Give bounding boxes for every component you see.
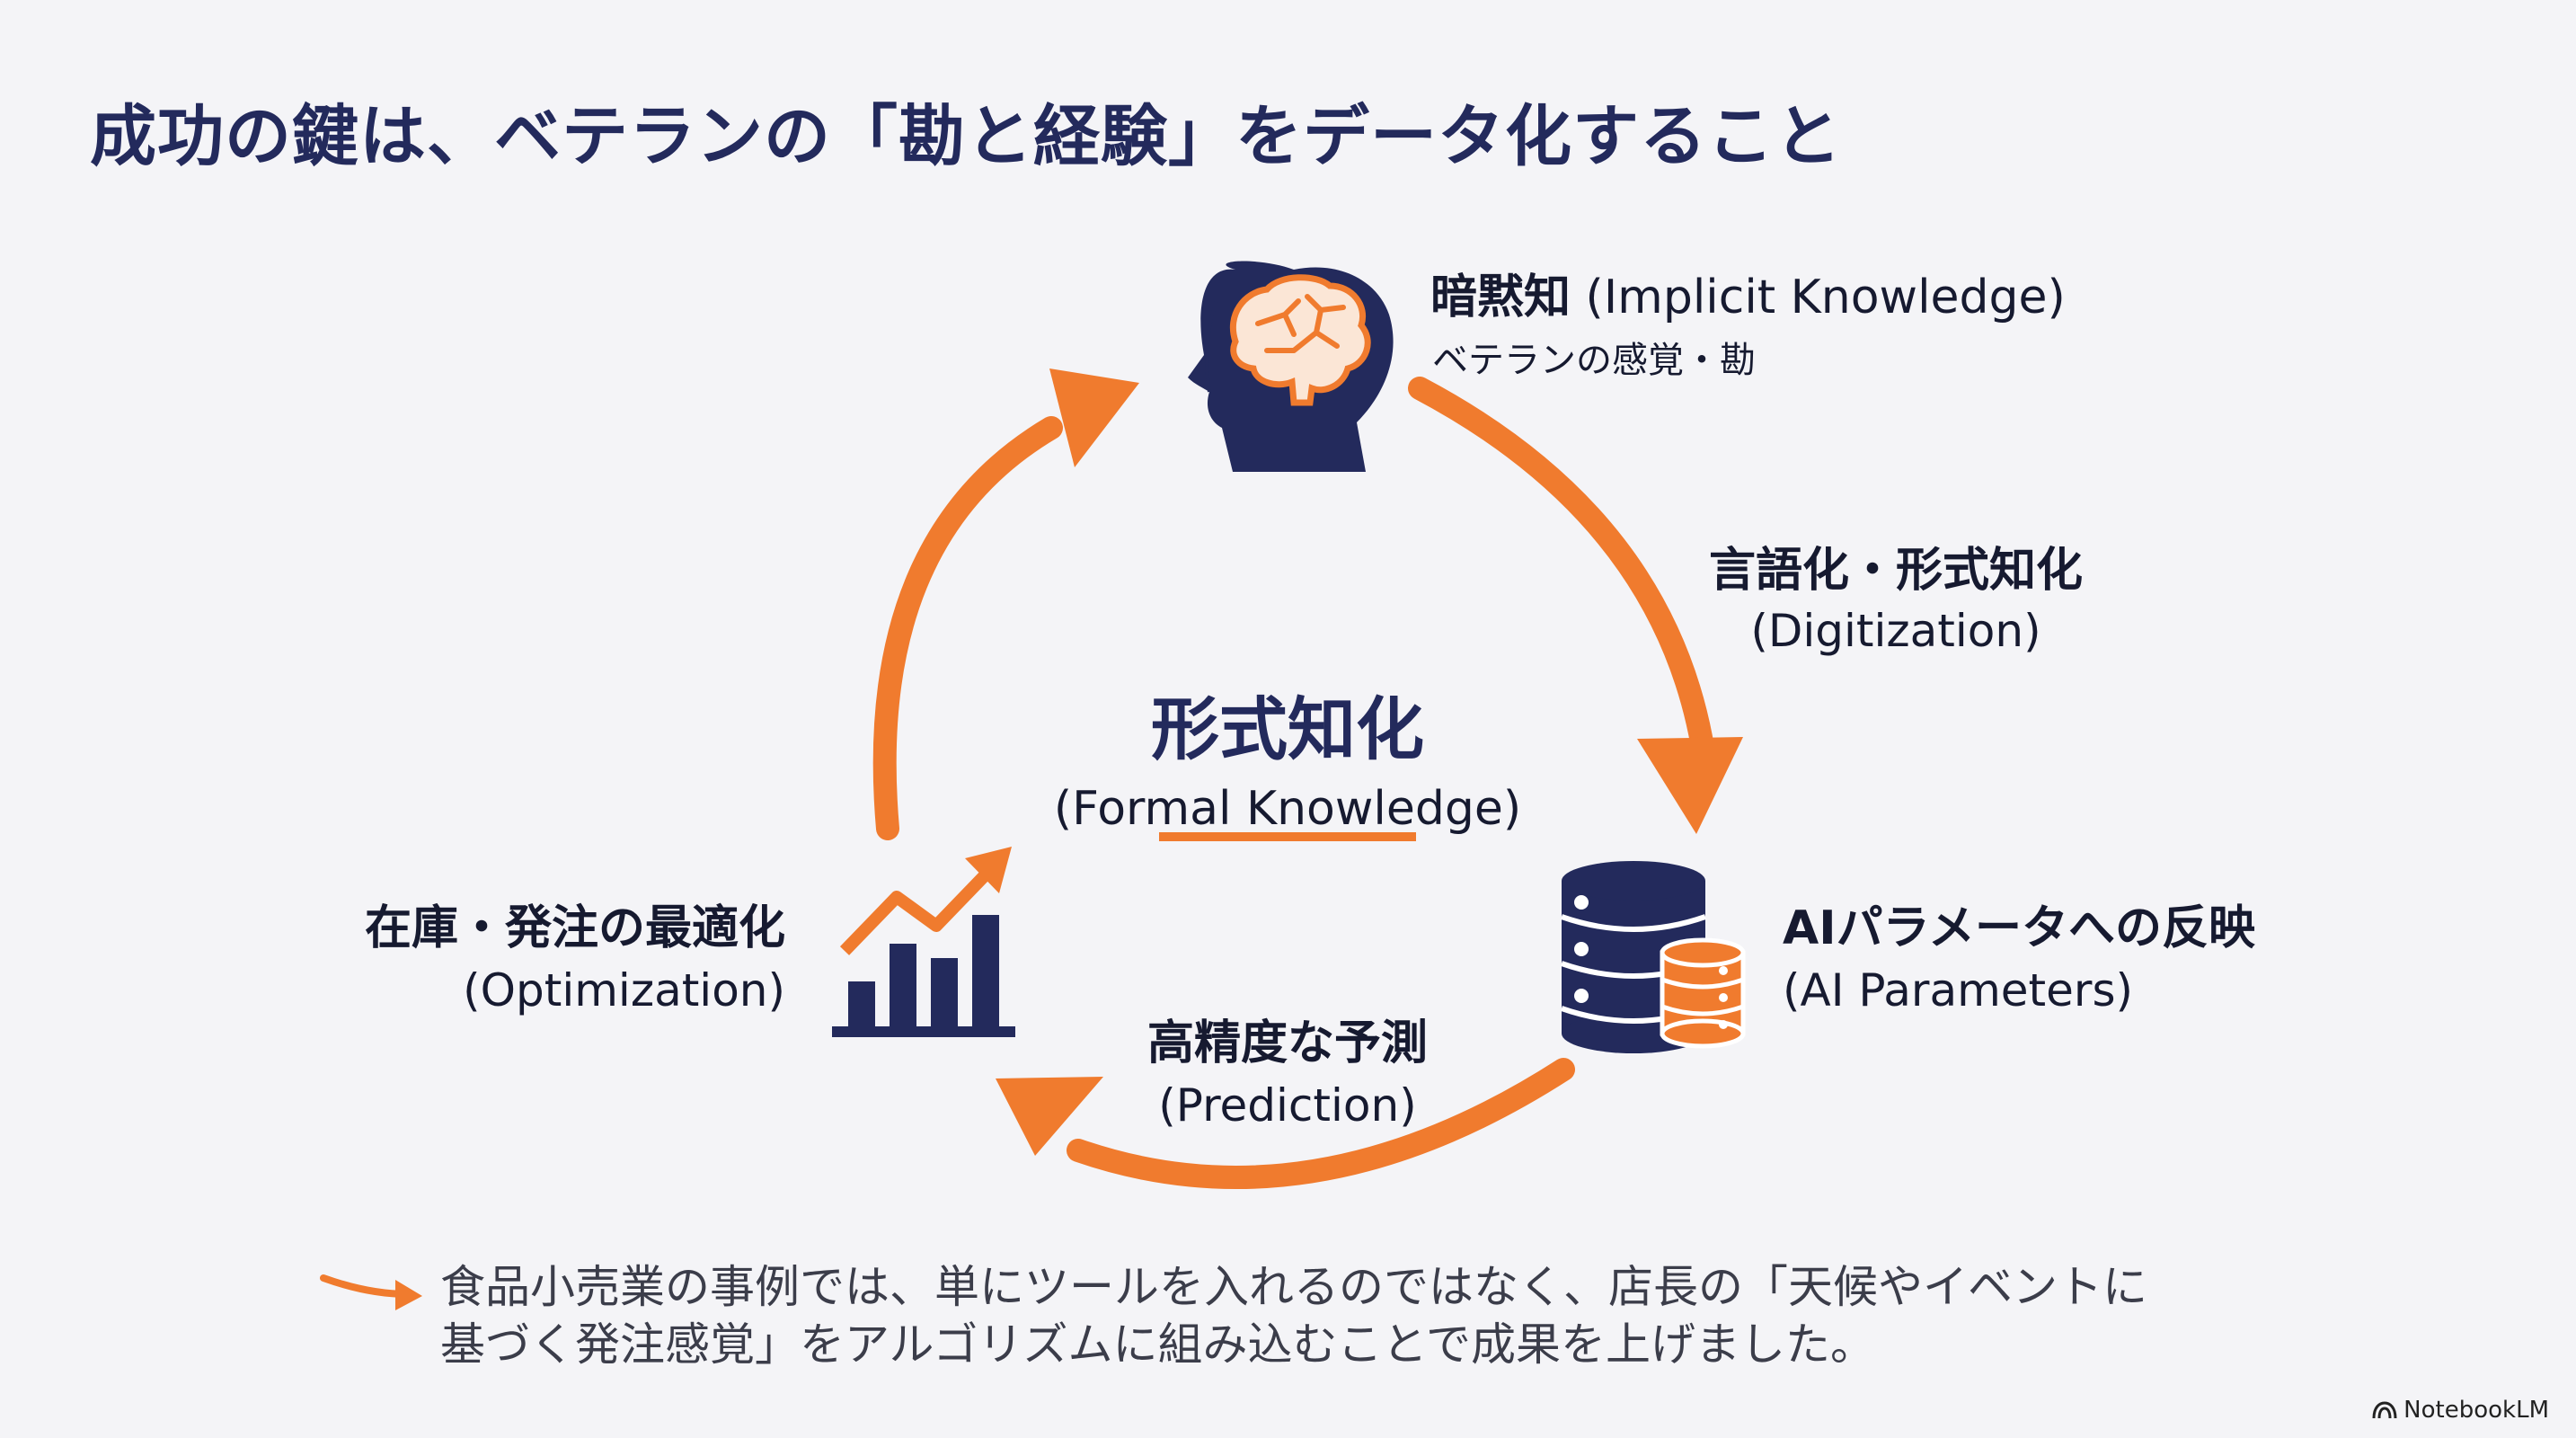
ai-parameters-title: AIパラメータへの反映 — [1783, 901, 2256, 955]
optimization-subtitle: (Optimization) — [463, 964, 785, 1016]
footer-note: 食品小売業の事例では、単にツールを入れるのではなく、店長の「天候やイベントに 基… — [440, 1258, 2237, 1373]
center-heading: 形式知化 — [1151, 689, 1424, 769]
prediction-subtitle: (Prediction) — [1158, 1079, 1417, 1132]
implicit-title-en: (Implicit Knowledge) — [1571, 271, 2066, 324]
center-subheading: (Formal Knowledge) — [1053, 782, 1522, 836]
implicit-subtitle: ベテランの感覚・勘 — [1432, 340, 1756, 381]
notebooklm-logo-icon — [2372, 1401, 2397, 1419]
digitization-title: 言語化・形式知化 — [1708, 544, 2083, 598]
implicit-title: 暗黙知 — [1430, 271, 1571, 324]
brand-watermark: NotebookLM — [2371, 1397, 2549, 1424]
optimization-label: 在庫・発注の最適化 (Optimization) — [270, 890, 785, 1016]
implicit-knowledge-label: 暗黙知 (Implicit Knowledge) — [1430, 259, 2066, 326]
digitization-subtitle: (Digitization) — [1750, 605, 2041, 657]
center-underline — [1159, 832, 1416, 841]
orange-arrow-icon — [320, 1274, 422, 1310]
footer-line-1: 食品小売業の事例では、単にツールを入れるのではなく、店長の「天候やイベントに — [440, 1261, 2147, 1313]
arrow-to-chart — [996, 1058, 1575, 1189]
database-icon — [1561, 861, 1746, 1053]
brain-head-icon — [1188, 261, 1394, 472]
page-title: 成功の鍵は、ベテランの「勘と経験」をデータ化すること — [90, 98, 1842, 175]
arrow-to-brain — [872, 368, 1139, 840]
ai-parameters-label: AIパラメータへの反映 (AI Parameters) — [1783, 890, 2255, 1016]
center-label: 形式知化 (Formal Knowledge) — [1018, 674, 1557, 836]
arrow-to-database — [1408, 377, 1743, 834]
ai-parameters-subtitle: (AI Parameters) — [1783, 964, 2134, 1016]
digitization-label: 言語化・形式知化 (Digitization) — [1671, 532, 2120, 657]
bar-chart-growth-icon — [832, 847, 1015, 1037]
footer-line-2: 基づく発注感覚」をアルゴリズムに組み込むことで成果を上げました。 — [440, 1318, 1875, 1371]
prediction-label: 高精度な予測 (Prediction) — [1018, 1005, 1557, 1132]
brand-label: NotebookLM — [2403, 1397, 2549, 1424]
prediction-title: 高精度な予測 — [1146, 1016, 1428, 1070]
optimization-title: 在庫・発注の最適化 — [364, 901, 785, 955]
